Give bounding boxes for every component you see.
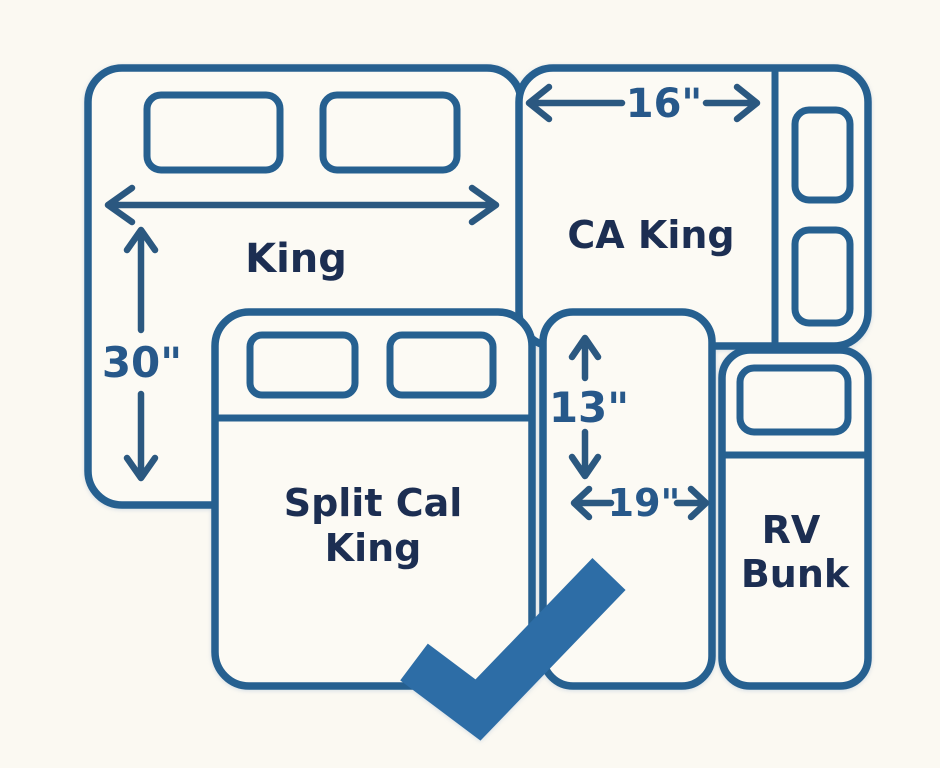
ca-king-label: CA King xyxy=(567,213,734,257)
rv-bunk-label-line1: RV xyxy=(762,508,821,552)
split-pillow-left-icon xyxy=(246,331,359,399)
ca-king-width-arrow-right-icon xyxy=(702,83,761,123)
split-width-arrow-right-icon xyxy=(673,485,710,521)
split-pillow-right-icon xyxy=(386,331,497,399)
ca-king-pillow-top-icon xyxy=(791,106,854,204)
rv-bunk-bed: RV Bunk xyxy=(718,346,872,690)
split-cal-king-label-line2: King xyxy=(325,526,422,570)
split-cal-king-label-line1: Split Cal xyxy=(284,481,463,525)
king-height-arrow-down-icon xyxy=(123,390,159,482)
split-width-label: 19" xyxy=(608,481,681,525)
ca-king-width-label: 16" xyxy=(626,81,703,127)
split-height-label: 13" xyxy=(549,383,629,432)
split-width-arrow-left-icon xyxy=(570,485,615,521)
rv-bunk-label-line2: Bunk xyxy=(741,552,850,596)
king-pillow-left-icon xyxy=(143,91,284,174)
check-icon xyxy=(400,558,626,741)
split-cal-king-bed: Split Cal King xyxy=(211,308,536,690)
rv-bunk-pillow-icon xyxy=(736,364,852,436)
split-cal-king-panel xyxy=(211,308,536,690)
king-height-label: 30" xyxy=(102,338,182,387)
ca-king-width-arrow-left-icon xyxy=(525,83,626,123)
split-height-arrow-down-icon xyxy=(568,428,602,480)
king-pillow-right-icon xyxy=(319,91,461,174)
split-height-arrow-up-icon xyxy=(568,334,602,382)
ca-king-bed: 16" CA King xyxy=(515,64,872,350)
king-width-arrow-icon xyxy=(104,184,500,226)
ca-king-pillow-bottom-icon xyxy=(791,226,854,327)
king-label: King xyxy=(245,236,347,282)
king-height-arrow-up-icon xyxy=(123,226,159,334)
